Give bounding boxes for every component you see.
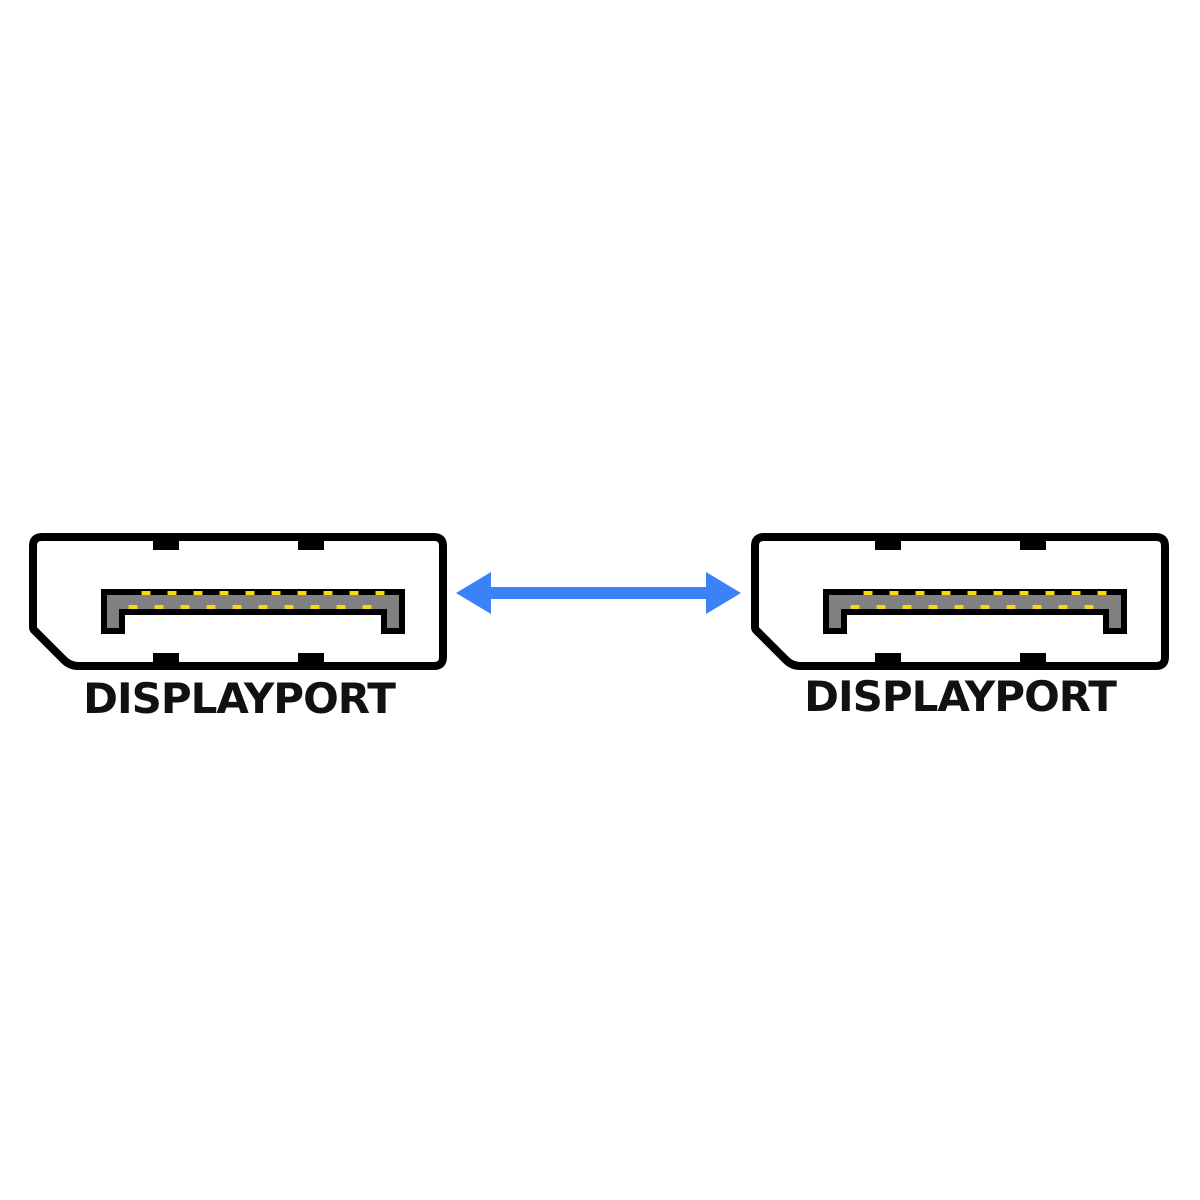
contact-pin — [1071, 591, 1081, 595]
contact-pin — [323, 591, 333, 595]
contact-pin — [271, 591, 281, 595]
contact-pin — [349, 591, 359, 595]
contact-pin — [167, 591, 177, 595]
contact-pin — [128, 605, 138, 609]
contact-pin — [889, 591, 899, 595]
connector-label-right: DISPLAYPORT — [804, 672, 1117, 721]
connector-label-left: DISPLAYPORT — [83, 674, 396, 723]
contact-pin — [1019, 591, 1029, 595]
latch-notch-top-right-2 — [1020, 541, 1046, 550]
contact-pin — [154, 605, 164, 609]
latch-notch-bottom-left-1 — [153, 653, 179, 662]
contact-pin — [310, 605, 320, 609]
contact-pin — [232, 605, 242, 609]
left-displayport-connector: DISPLAYPORT — [29, 533, 447, 723]
contact-pin — [928, 605, 938, 609]
contact-pin — [954, 605, 964, 609]
contact-tongue-left — [101, 589, 405, 634]
contact-pin — [219, 591, 229, 595]
contact-pin — [993, 591, 1003, 595]
contact-pin — [1097, 591, 1107, 595]
pins-left — [128, 591, 385, 609]
contact-pin — [1032, 605, 1042, 609]
contact-pin — [193, 591, 203, 595]
contact-pin — [1084, 605, 1094, 609]
contact-pin — [336, 605, 346, 609]
contact-pin — [863, 591, 873, 595]
contact-pin — [245, 591, 255, 595]
contact-pin — [284, 605, 294, 609]
contact-pin — [967, 591, 977, 595]
contact-pin — [258, 605, 268, 609]
latch-notch-bottom-right-1 — [875, 653, 901, 662]
latch-notch-top-right-1 — [875, 541, 901, 550]
contact-pin — [375, 591, 385, 595]
contact-pin — [915, 591, 925, 595]
right-displayport-connector: DISPLAYPORT — [751, 533, 1169, 721]
contact-pin — [180, 605, 190, 609]
contact-pin — [876, 605, 886, 609]
latch-notch-bottom-right-2 — [1020, 653, 1046, 662]
contact-pin — [1006, 605, 1016, 609]
contact-pin — [297, 591, 307, 595]
contact-pin — [980, 605, 990, 609]
contact-pin — [1045, 591, 1055, 595]
latch-notch-top-left-1 — [153, 541, 179, 550]
bidirectional-link — [456, 572, 741, 614]
contact-pin — [206, 605, 216, 609]
double-headed-arrow-icon — [456, 572, 741, 614]
latch-notch-bottom-left-2 — [298, 653, 324, 662]
contact-pin — [141, 591, 151, 595]
contact-pin — [362, 605, 372, 609]
latch-notch-top-left-2 — [298, 541, 324, 550]
contact-pin — [850, 605, 860, 609]
contact-pin — [902, 605, 912, 609]
pins-right — [850, 591, 1107, 609]
contact-tongue-right — [823, 589, 1127, 634]
contact-pin — [1058, 605, 1068, 609]
contact-pin — [941, 591, 951, 595]
